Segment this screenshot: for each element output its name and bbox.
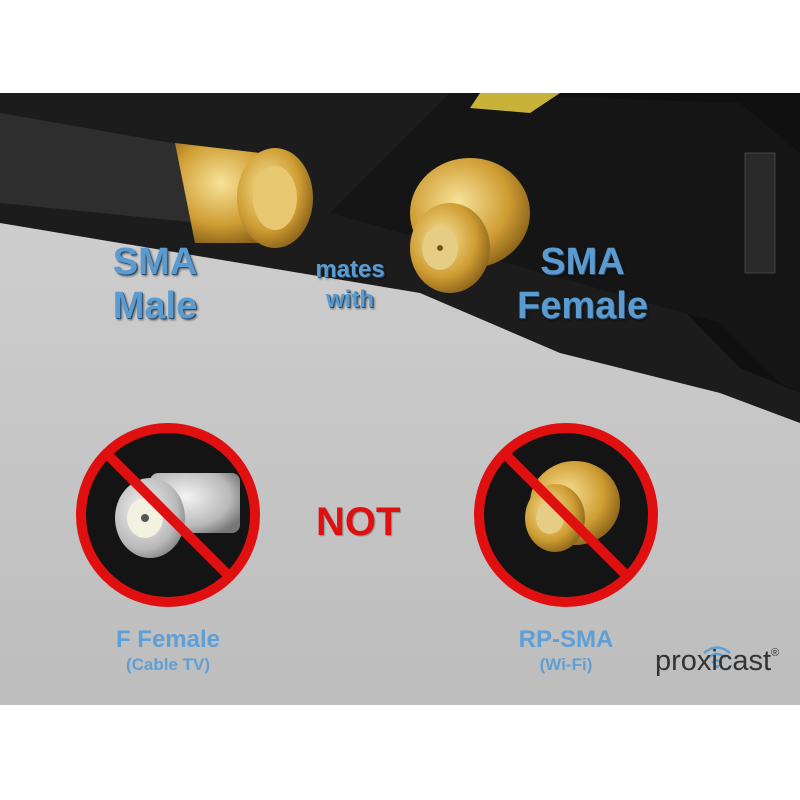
sma-male-label: SMA Male (100, 243, 210, 325)
wifi-icon (703, 646, 731, 669)
brand-name: proxicast (655, 645, 772, 677)
label-line: Female (517, 285, 648, 327)
label-line: SMA (540, 241, 625, 283)
label-line: mates (315, 256, 385, 283)
label-line: SMA (112, 241, 198, 283)
item-note: (Wi-Fi) (539, 655, 593, 674)
proxicast-logo: proxicast® (655, 645, 779, 678)
item-name: F Female (115, 626, 221, 653)
label-line: Male (112, 285, 198, 327)
prohibited-sign-icon (474, 423, 658, 607)
f-female-label: F Female (Cable TV) (68, 626, 268, 674)
label-line: with (326, 286, 374, 313)
connector-photo (0, 93, 800, 705)
item-name: RP-SMA (518, 626, 614, 653)
sma-female-label: SMA Female (495, 243, 670, 325)
registered-mark: ® (771, 647, 780, 659)
not-label: NOT (316, 500, 401, 544)
item-note: (Cable TV) (125, 655, 211, 674)
rp-sma-label: RP-SMA (Wi-Fi) (466, 626, 666, 674)
mates-with-label: mates with (300, 258, 400, 312)
prohibited-sign-icon (76, 423, 260, 607)
